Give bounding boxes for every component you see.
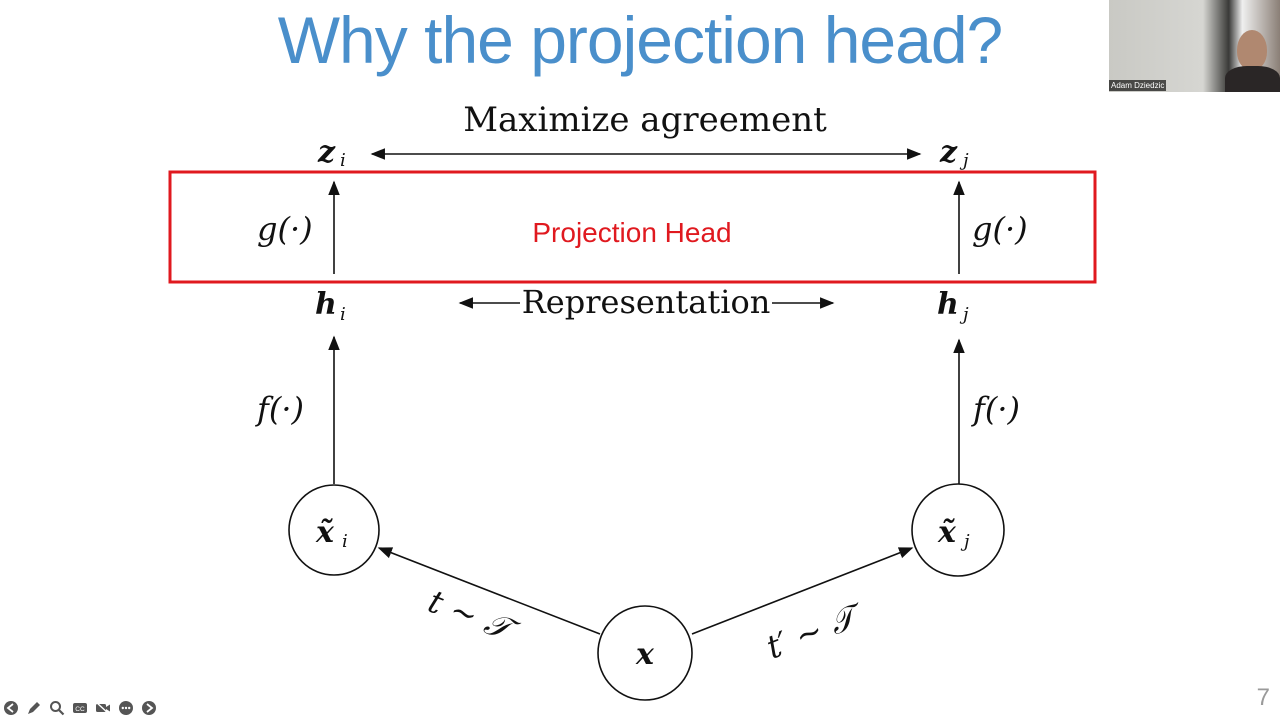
- x-tilde-j-node: [911, 483, 1005, 577]
- page-number: 7: [1256, 684, 1270, 711]
- h-j-label: h: [937, 287, 959, 322]
- t-right-arrow: [691, 547, 914, 635]
- g-left-label: g(·): [257, 210, 313, 248]
- representation-label: Representation: [522, 283, 771, 321]
- x-tilde-i-node: [288, 484, 380, 576]
- more-icon[interactable]: [117, 699, 134, 716]
- z-j-label: z: [939, 135, 958, 170]
- slide-title: Why the projection head?: [277, 3, 1003, 77]
- top-label: Maximize agreement: [463, 100, 827, 140]
- captions-icon[interactable]: CC: [71, 699, 88, 716]
- projection-head-box: [168, 170, 1097, 284]
- webcam-thumbnail[interactable]: Adam Dziedzic: [1109, 0, 1280, 92]
- x-tilde-j-label: x̃: [937, 515, 957, 550]
- g-right-label: g(·): [972, 210, 1028, 248]
- t-left-arrow: [377, 547, 601, 635]
- x-label: x: [635, 637, 655, 672]
- x-tilde-i-label: x̃: [315, 515, 335, 550]
- z-j-sub: j: [959, 150, 969, 171]
- x-tilde-j-sub: j: [960, 531, 970, 552]
- f-left-label: f(·): [255, 390, 304, 428]
- svg-text:CC: CC: [75, 706, 85, 713]
- presenter-face: [1237, 30, 1267, 70]
- video-off-icon[interactable]: [94, 699, 111, 716]
- x-tilde-i-sub: i: [342, 531, 348, 552]
- zoom-icon[interactable]: [48, 699, 65, 716]
- pen-icon[interactable]: [25, 699, 42, 716]
- h-i-label: h: [315, 287, 337, 322]
- z-i-label: z: [317, 135, 336, 170]
- f-right-label: f(·): [971, 390, 1020, 428]
- next-slide-icon[interactable]: [140, 699, 157, 716]
- presenter-body: [1225, 66, 1280, 92]
- t-left-label: t ∼ 𝒯: [423, 582, 524, 651]
- z-i-sub: i: [340, 150, 346, 171]
- x-node: [597, 605, 693, 701]
- projection-head-label: Projection Head: [532, 217, 731, 248]
- t-right-label: t′ ∼ 𝒯: [761, 595, 869, 667]
- h-i-sub: i: [340, 304, 346, 325]
- prev-slide-icon[interactable]: [2, 699, 19, 716]
- h-j-sub: j: [959, 304, 969, 325]
- slideshow-toolbar: CC: [2, 699, 157, 716]
- presenter-name: Adam Dziedzic: [1109, 80, 1167, 91]
